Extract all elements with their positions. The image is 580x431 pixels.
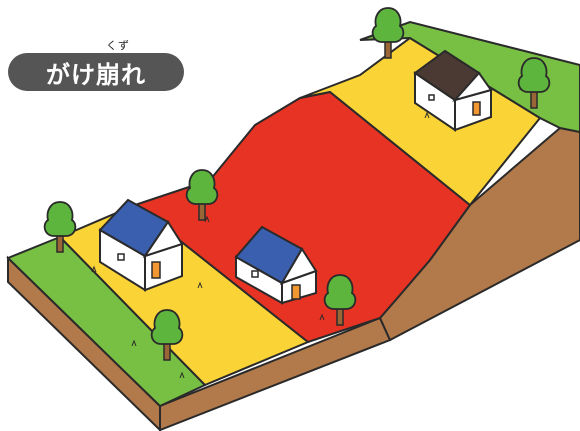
title-label: がけ崩れ (46, 60, 146, 89)
grass-upper-strip (359, 20, 580, 134)
house-icon (234, 225, 318, 305)
title-ruby: くず (106, 39, 130, 52)
house-icon (98, 198, 184, 292)
house-icon (413, 49, 493, 132)
title-badge: がけ崩れ (8, 53, 184, 91)
